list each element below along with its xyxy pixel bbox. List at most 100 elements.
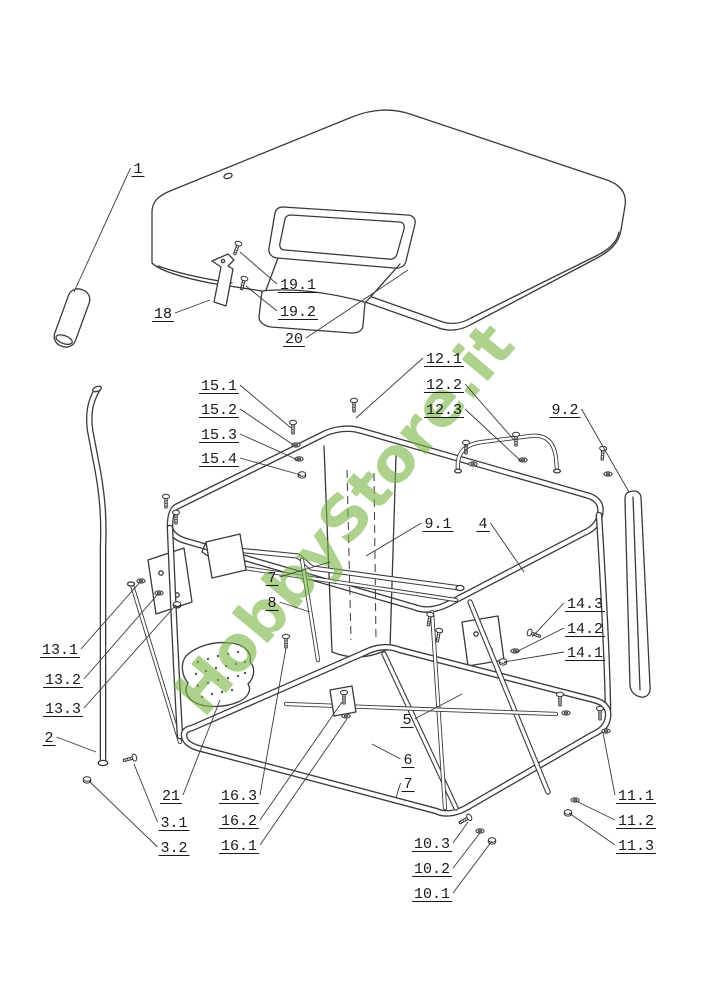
front-leg-tube — [126, 581, 183, 745]
part-label: 20 — [285, 331, 303, 348]
center-bracket — [201, 533, 247, 579]
part-label: 15.3 — [201, 427, 237, 444]
part-label: 16.2 — [221, 813, 257, 830]
bolt-icon — [457, 812, 474, 827]
leader-line — [259, 647, 287, 796]
part-label: 7 — [403, 776, 412, 793]
part-label: 21 — [162, 788, 180, 805]
part-label: 11.1 — [618, 788, 654, 805]
part-label: 10.3 — [414, 836, 450, 853]
bolt-icon — [525, 627, 543, 641]
leader-line — [355, 357, 424, 419]
leader-lines-layer — [56, 167, 630, 894]
bolt-icon — [121, 753, 138, 765]
bolt-icon — [162, 493, 170, 509]
leader-line — [503, 651, 565, 663]
part-label: 12.2 — [426, 377, 462, 394]
part-label: 18 — [154, 306, 172, 323]
leader-line — [490, 522, 525, 573]
leader-line — [279, 561, 331, 578]
side-strip-part-9-2 — [624, 490, 651, 698]
part-label: 16.3 — [221, 788, 257, 805]
leader-line — [73, 167, 131, 293]
bolt-icon — [596, 705, 604, 721]
front-braces — [381, 599, 551, 811]
washer-icon — [603, 471, 613, 477]
nut-icon — [563, 809, 573, 817]
cover-hole — [223, 172, 233, 180]
part-label: 19.2 — [280, 304, 316, 321]
leader-line — [575, 800, 616, 821]
leader-line — [259, 701, 343, 821]
part-label: 5 — [402, 712, 411, 729]
leader-line — [88, 780, 158, 848]
leader-line — [239, 433, 299, 461]
part-label: 11.3 — [618, 838, 654, 855]
part-label: 9.2 — [551, 402, 578, 419]
leader-line — [464, 408, 522, 462]
washer-icon — [561, 710, 571, 716]
part-label: 10.1 — [414, 886, 450, 903]
leader-line — [56, 736, 97, 753]
part-label: 7 — [267, 570, 276, 587]
frame-assembly — [147, 425, 612, 817]
leader-line — [239, 457, 302, 476]
mount-bracket-part-18 — [211, 253, 235, 307]
bolt-icon — [350, 397, 358, 413]
part-label: 3.2 — [160, 840, 187, 857]
part-label: 15.2 — [201, 402, 237, 419]
part-label: 2 — [44, 730, 53, 747]
leader-line — [371, 743, 401, 760]
cross-tube-part-7 — [221, 545, 465, 603]
leader-line — [365, 522, 422, 557]
part-label: 10.2 — [414, 861, 450, 878]
part-label: 13.1 — [42, 642, 78, 659]
cover-part — [151, 109, 627, 334]
perforated-plate-part-21 — [181, 641, 255, 708]
washer-icon — [475, 828, 485, 834]
leader-line — [452, 821, 469, 844]
leader-line — [80, 581, 141, 650]
leader-line — [239, 251, 278, 285]
part-label: 11.2 — [618, 813, 654, 830]
leader-line — [133, 763, 158, 823]
right-mount-plate — [461, 615, 505, 667]
part-label: 14.3 — [567, 596, 603, 613]
leader-line — [83, 604, 177, 709]
part-label: 3.1 — [160, 815, 187, 832]
part-label: 4 — [478, 516, 487, 533]
washer-icon — [601, 728, 611, 734]
leader-line — [464, 383, 515, 441]
chute-part-9-1 — [323, 445, 397, 658]
perforation-dots — [194, 650, 247, 699]
part-label: 1 — [133, 161, 142, 178]
leader-line — [452, 832, 481, 869]
leader-line — [279, 601, 311, 613]
washer-icon — [136, 578, 146, 584]
part-label: 19.1 — [280, 277, 316, 294]
leader-line — [452, 840, 493, 894]
washer-icon — [154, 590, 164, 596]
handle-tube-part-12 — [453, 433, 562, 474]
part-label: 13.2 — [45, 672, 81, 689]
part-label: 14.2 — [567, 621, 603, 638]
part-label: 16.1 — [221, 838, 257, 855]
leader-line — [414, 693, 463, 720]
leader-line — [259, 718, 348, 846]
bolt-icon — [598, 445, 608, 461]
part-label: 9.1 — [424, 516, 451, 533]
leader-line — [83, 593, 159, 680]
part-label: 6 — [403, 752, 412, 769]
washer-icon — [341, 713, 351, 719]
support-tube-part-2 — [85, 385, 109, 767]
leader-line — [602, 732, 616, 796]
nut-icon — [487, 837, 497, 845]
part-label: 8 — [267, 595, 276, 612]
leader-line — [239, 384, 292, 429]
part-label: 13.3 — [45, 701, 81, 718]
leader-line — [531, 602, 565, 638]
handle-grip-part-1 — [53, 288, 91, 348]
leader-line — [245, 285, 278, 312]
